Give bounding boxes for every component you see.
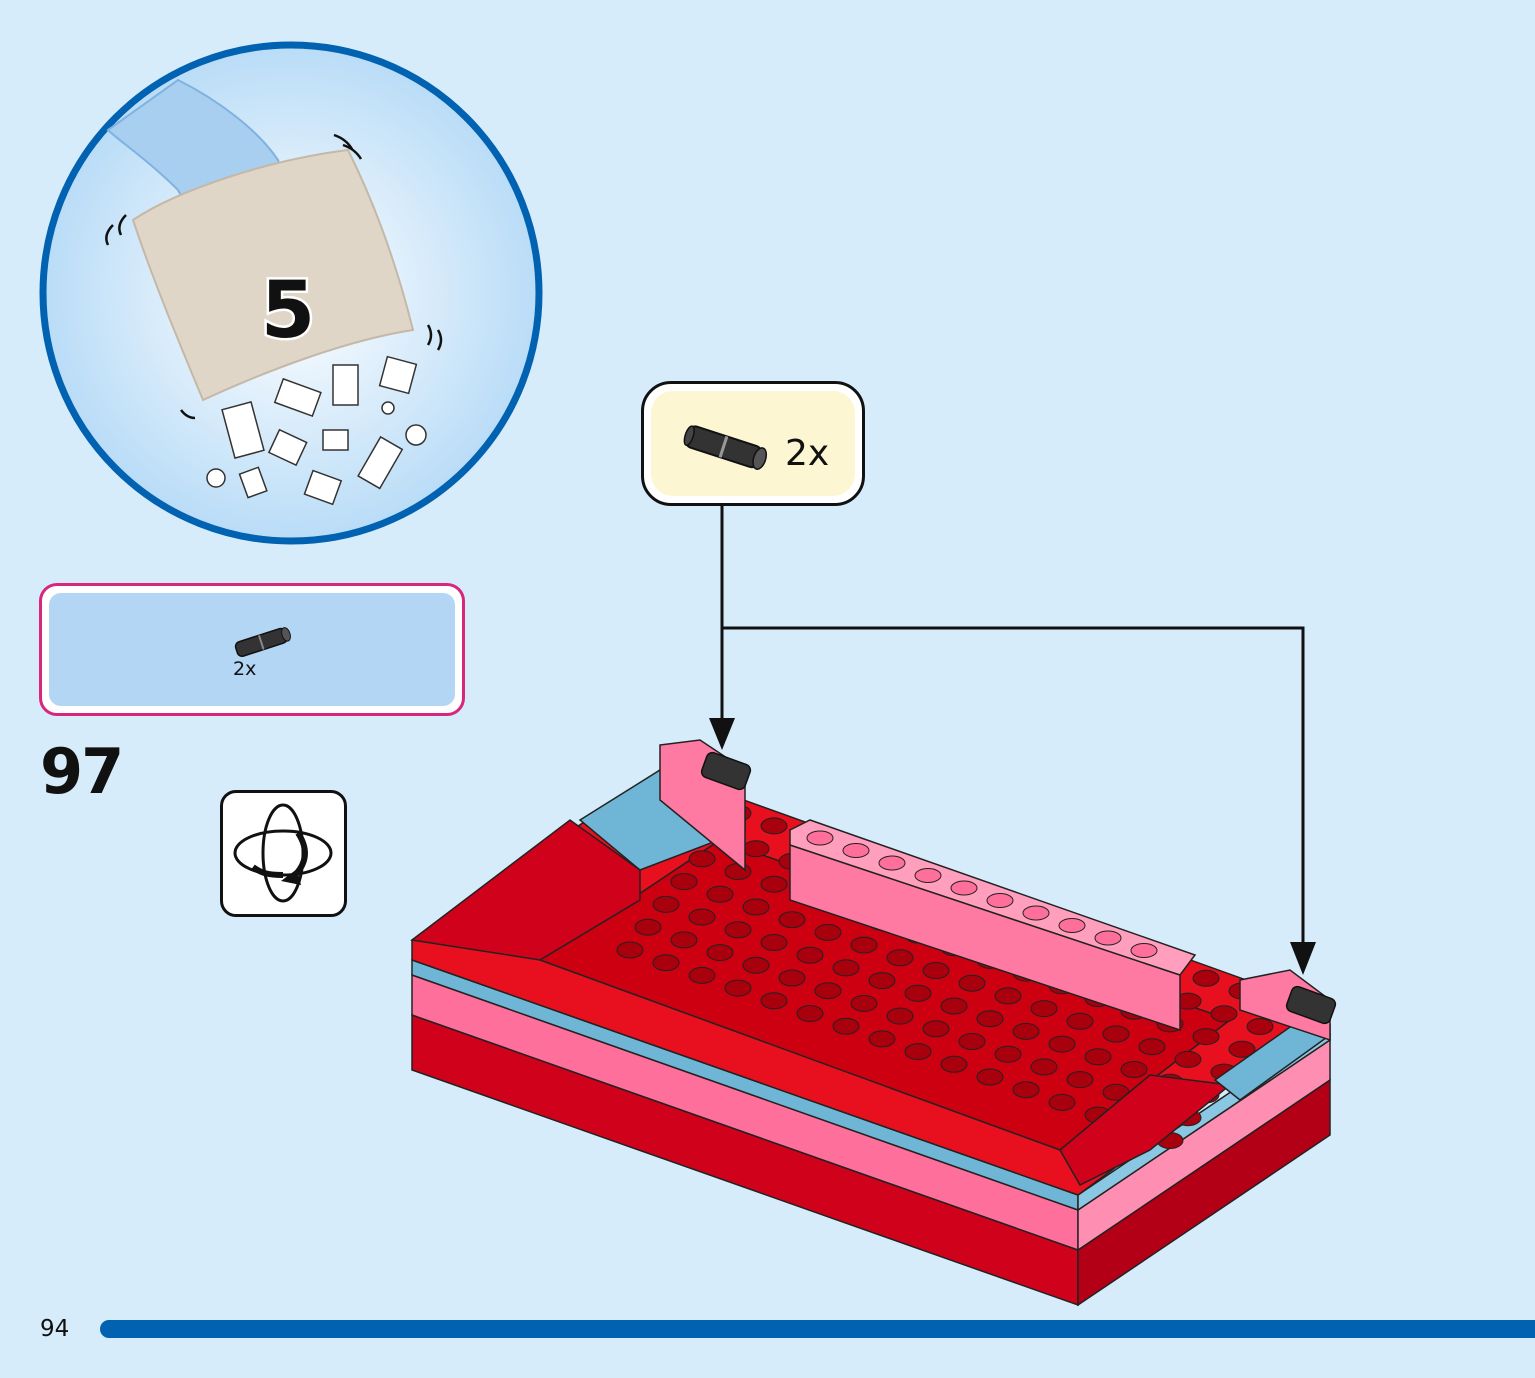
page-number: 94 [40,1316,70,1342]
stud [1012,1081,1040,1099]
stud [778,911,806,929]
stud [652,895,680,913]
model-right-slope [1059,969,1332,1186]
wall-stud [1022,905,1050,921]
stud [940,1055,968,1073]
parts-list-qty: 2x [233,658,257,680]
stud [796,1005,824,1022]
stud [922,1020,950,1038]
stud [850,994,878,1012]
stud [760,934,788,951]
stud [616,941,644,959]
stud [760,875,788,893]
stud [688,908,716,926]
stud [922,962,950,979]
stud [1210,1005,1238,1023]
stud [1066,1012,1094,1030]
stud [688,850,716,868]
stud [1192,1028,1220,1046]
wall-stud [1058,918,1086,933]
stud [958,1033,986,1050]
bag-number: 5 [261,266,315,356]
technic-pin-icon [234,627,291,658]
stud [742,956,770,974]
stud [778,969,806,987]
stud [1192,969,1220,987]
stud [760,992,788,1010]
stud [814,982,842,1000]
stud [958,974,986,992]
page-progress-bar [100,1320,1535,1338]
stud [886,1007,914,1025]
stud [994,1045,1022,1063]
callout-connector-lines [720,505,1305,945]
stud [670,931,698,949]
stud [742,898,770,916]
stud [652,954,680,972]
shake-motion-marks [105,133,443,420]
stud [940,997,968,1015]
rotate-model-icon [220,790,347,917]
callout-qty: 2x [785,433,830,474]
wall-stud [986,893,1014,908]
stud [706,944,734,962]
stud [1048,1035,1076,1053]
stud [1102,1025,1130,1043]
stud [868,1030,896,1048]
stud [1030,1000,1058,1018]
wall-stud [914,868,942,883]
model-wall-studs [806,830,1158,958]
stud [1120,1061,1148,1078]
bag-open-illustration: 5 [39,41,543,545]
arrow-head-right [1290,942,1316,975]
stud [724,921,752,939]
stud [904,1043,932,1061]
wall-stud [950,880,978,896]
parts-list-box: 2x [39,583,465,716]
model-left-slope [410,739,746,961]
model-pin-right [1285,985,1337,1025]
arrow-head-left [709,718,735,750]
parts-bag-icon [131,148,415,402]
model-pin-left [700,751,752,791]
stud [760,817,788,835]
stud [1138,1038,1166,1056]
stud [724,863,752,880]
stud [706,885,734,903]
wall-stud [842,843,870,858]
stud [868,972,896,990]
wall-stud [878,855,906,871]
step-number: 97 [40,735,124,808]
stud [1012,1022,1040,1040]
stud [1246,1018,1274,1035]
stud [832,959,860,977]
stud [724,979,752,997]
stud [670,873,698,891]
stud [814,923,842,941]
stud [886,949,914,967]
wall-stud [1094,930,1122,946]
stud [1030,1058,1058,1076]
stud [742,840,770,858]
stud [832,1017,860,1035]
step-callout-box: 2x [641,381,865,506]
stud [1174,1050,1202,1068]
wall-stud [1130,943,1158,958]
stud [904,984,932,1002]
stud [796,946,824,964]
stud [850,936,878,954]
falling-bricks-icon [206,355,427,506]
technic-pin-icon [683,425,768,470]
stud [1066,1071,1094,1089]
stud [1084,1048,1112,1066]
stud [688,966,716,984]
stud [994,987,1022,1005]
stud [976,1068,1004,1086]
stud [1228,1040,1256,1058]
stud [1048,1093,1076,1111]
stud [976,1010,1004,1028]
wall-stud [806,830,834,846]
stud [634,918,662,936]
